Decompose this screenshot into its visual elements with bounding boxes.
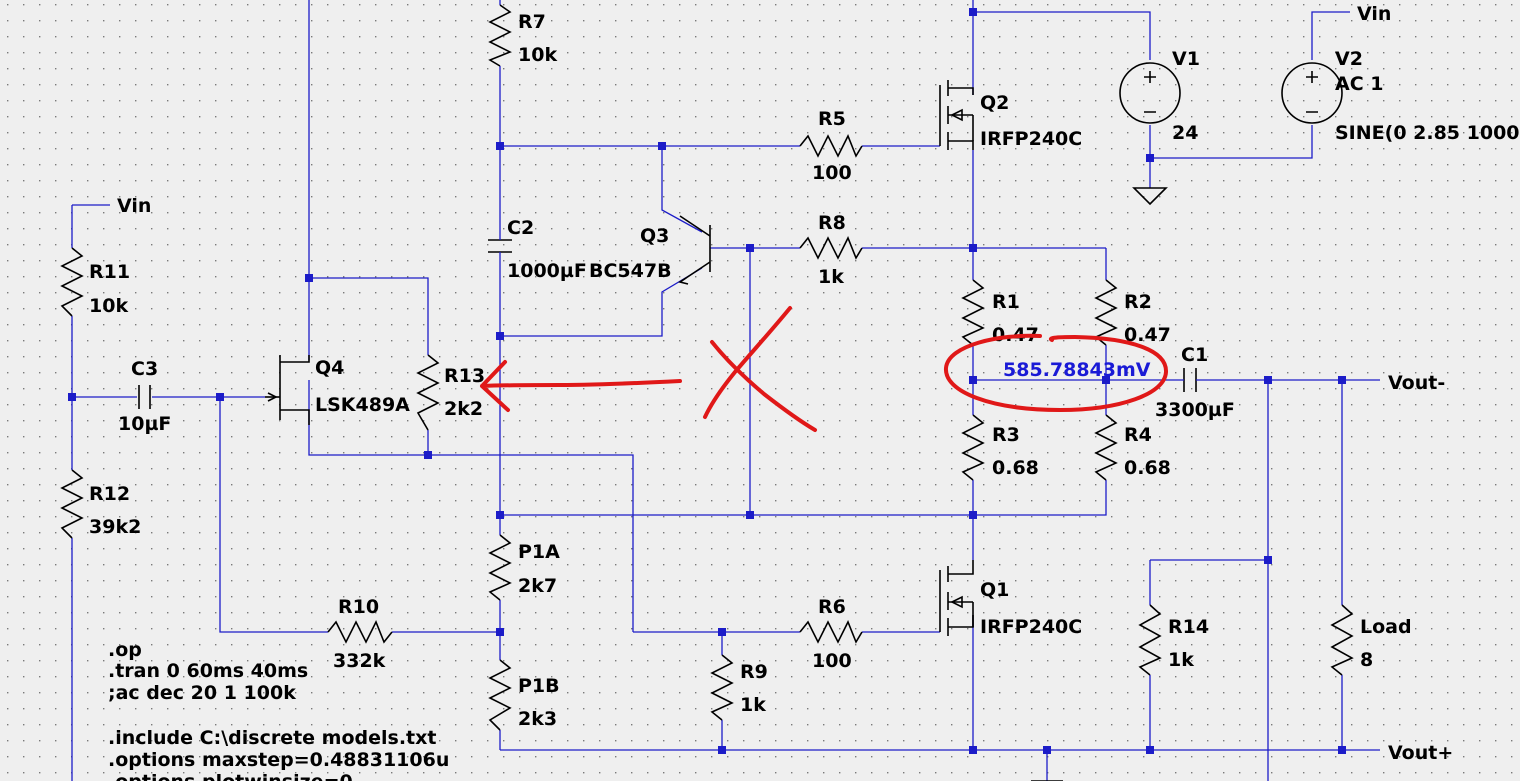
r2-value: 0.47 — [1124, 324, 1171, 346]
ground-symbol-v1 — [1132, 187, 1168, 206]
resistor-load[interactable] — [1330, 604, 1354, 676]
r6-value: 100 — [812, 650, 852, 672]
resistor-r5[interactable] — [799, 134, 863, 158]
r13-ref: R13 — [444, 365, 485, 387]
r4-ref: R4 — [1124, 424, 1152, 446]
directive-line: ;ac dec 20 1 100k — [108, 682, 296, 704]
jfet-q4[interactable] — [265, 355, 310, 425]
r12-ref: R12 — [89, 483, 130, 505]
r14-value: 1k — [1168, 649, 1194, 671]
resistor-r2[interactable] — [1094, 279, 1118, 346]
resistor-r6[interactable] — [799, 620, 863, 644]
resistor-r11[interactable] — [60, 247, 84, 317]
capacitor-c2[interactable] — [488, 237, 512, 255]
r3-ref: R3 — [992, 424, 1020, 446]
resistor-p1b[interactable] — [488, 659, 512, 731]
red-annotations — [480, 306, 1169, 432]
r12-value: 39k2 — [89, 516, 141, 538]
v1-ref: V1 — [1172, 48, 1200, 70]
r11-value: 10k — [89, 295, 128, 317]
p1a-ref: P1A — [518, 541, 560, 563]
resistor-r3[interactable] — [961, 414, 985, 481]
r6-ref: R6 — [818, 596, 846, 618]
load-value: 8 — [1360, 649, 1373, 671]
q4-value: LSK489A — [315, 394, 410, 416]
directive-line: .include C:\discrete models.txt — [108, 727, 436, 749]
resistor-r9[interactable] — [710, 654, 734, 721]
spice-directives[interactable]: .op .tran 0 60ms 40ms ;ac dec 20 1 100k … — [108, 639, 449, 781]
p1a-value: 2k7 — [518, 575, 557, 597]
mosfet-q1[interactable] — [939, 560, 974, 636]
r10-ref: R10 — [338, 596, 379, 618]
net-label-vout-plus: Vout+ — [1388, 742, 1453, 764]
r2-ref: R2 — [1124, 291, 1152, 313]
directive-line: .options maxstep=0.48831106u — [108, 749, 449, 771]
v2-value: AC 1 — [1335, 73, 1383, 95]
load-ref: Load — [1360, 616, 1412, 638]
resistor-r7[interactable] — [488, 4, 512, 67]
net-label-vout-minus: Vout- — [1388, 372, 1445, 394]
directive-line: .options plotwinsize=0 — [108, 771, 353, 781]
junction-dots — [68, 8, 1346, 754]
c3-ref: C3 — [131, 358, 158, 380]
resistor-r4[interactable] — [1094, 414, 1118, 481]
capacitor-c1[interactable] — [1182, 368, 1198, 392]
directive-line: .op — [108, 639, 142, 661]
r5-value: 100 — [812, 162, 852, 184]
r13-value: 2k2 — [444, 398, 483, 420]
resistor-p1a[interactable] — [488, 534, 512, 601]
q1-value: IRFP240C — [980, 616, 1082, 638]
mosfet-q2[interactable] — [939, 80, 974, 150]
q2-value: IRFP240C — [980, 128, 1082, 150]
bjt-q3[interactable] — [678, 215, 711, 285]
resistor-r12[interactable] — [60, 469, 84, 539]
r3-value: 0.68 — [992, 457, 1039, 479]
directive-line: .tran 0 60ms 40ms — [108, 660, 308, 682]
resistor-r14[interactable] — [1138, 604, 1162, 676]
r9-value: 1k — [740, 694, 766, 716]
net-label-vin-left: Vin — [117, 195, 151, 217]
q1-ref: Q1 — [980, 579, 1009, 601]
resistor-r10[interactable] — [327, 620, 393, 644]
resistor-r13[interactable] — [416, 354, 440, 431]
probe-voltage-readout: 585.78843mV — [1003, 359, 1151, 381]
q3-value: BC547B — [589, 260, 672, 282]
resistor-r8[interactable] — [799, 236, 863, 260]
annotation-arrow — [480, 360, 682, 412]
c2-value: 1000µF — [507, 260, 587, 282]
v1-value: 24 — [1172, 122, 1198, 144]
voltage-source-v2[interactable] — [1281, 62, 1343, 124]
c3-value: 10µF — [118, 413, 171, 435]
r8-ref: R8 — [818, 212, 846, 234]
r1-ref: R1 — [992, 291, 1020, 313]
r9-ref: R9 — [740, 661, 768, 683]
c1-value: 3300µF — [1155, 399, 1235, 421]
c1-ref: C1 — [1181, 344, 1208, 366]
q4-ref: Q4 — [315, 357, 344, 379]
r5-ref: R5 — [818, 108, 846, 130]
r11-ref: R11 — [89, 261, 130, 283]
r8-value: 1k — [818, 266, 844, 288]
p1b-value: 2k3 — [518, 708, 557, 730]
resistor-r1[interactable] — [961, 279, 985, 346]
q3-ref: Q3 — [640, 225, 669, 247]
wires — [71, 0, 1380, 781]
v2-value2: SINE(0 2.85 1000 — [1335, 122, 1520, 144]
r7-value: 10k — [518, 44, 557, 66]
net-label-vin-top: Vin — [1357, 3, 1391, 25]
annotation-cross — [703, 306, 817, 432]
r10-value: 332k — [333, 650, 386, 672]
p1b-ref: P1B — [518, 675, 560, 697]
q2-ref: Q2 — [980, 92, 1009, 114]
c2-ref: C2 — [507, 217, 534, 239]
voltage-source-v1[interactable] — [1119, 62, 1181, 124]
capacitor-c3[interactable] — [138, 385, 151, 409]
annotation-circle — [944, 333, 1169, 412]
r4-value: 0.68 — [1124, 457, 1171, 479]
r7-ref: R7 — [518, 11, 546, 33]
v2-ref: V2 — [1335, 48, 1363, 70]
r14-ref: R14 — [1168, 616, 1209, 638]
